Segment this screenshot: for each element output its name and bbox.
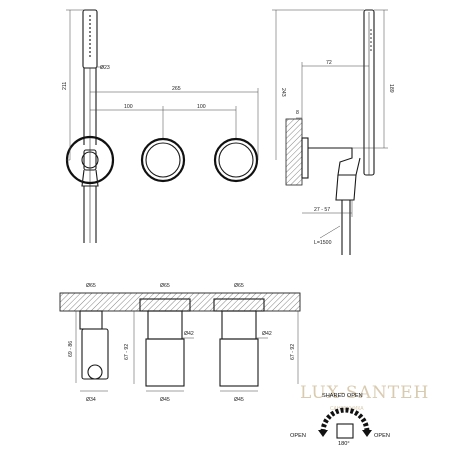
side-view: 72 189 243 8 27 - 57 L=1500 bbox=[272, 9, 394, 255]
hose-length: L=1500 bbox=[314, 240, 332, 246]
watermark: LUX-SANTEH САНТЕХНИКА bbox=[300, 383, 429, 412]
dim-211: 211 bbox=[62, 82, 68, 90]
front-view: Ø23 211 265 100 100 bbox=[62, 9, 259, 243]
dim-72: 72 bbox=[326, 60, 332, 66]
dim-d65-left: Ø65 bbox=[86, 283, 96, 289]
operation-legend: SHARED OPEN OPEN OPEN 180° bbox=[290, 393, 390, 447]
dim-d65-right: Ø65 bbox=[234, 283, 244, 289]
legend-open-right: OPEN bbox=[374, 433, 390, 439]
section-view: 69 - 86 Ø34 67 - 92 Ø42 Ø45 Ø65 67 - 92 … bbox=[59, 283, 301, 403]
wall-section bbox=[285, 118, 303, 186]
dim-d45-left: Ø45 bbox=[160, 397, 170, 403]
rotation-arc-icon bbox=[320, 407, 370, 433]
dim-d23: Ø23 bbox=[100, 65, 110, 71]
dim-d45-right: Ø45 bbox=[234, 397, 244, 403]
hand-shower-head bbox=[82, 9, 98, 69]
dim-67-92-right: 67 - 92 bbox=[290, 344, 296, 360]
dim-d42-right: Ø42 bbox=[262, 331, 272, 337]
legend-angle: 180° bbox=[338, 441, 350, 447]
watermark-brand: LUX-SANTEH bbox=[300, 383, 429, 403]
dim-d65-mid: Ø65 bbox=[160, 283, 170, 289]
dim-100-right: 100 bbox=[197, 104, 206, 110]
legend-shared-open: SHARED OPEN bbox=[322, 393, 363, 399]
legend-open-left: OPEN bbox=[290, 433, 306, 439]
dim-100-left: 100 bbox=[124, 104, 133, 110]
dim-27-57: 27 - 57 bbox=[314, 207, 330, 213]
dim-69-86: 69 - 86 bbox=[68, 341, 74, 357]
mixer-rosette-1 bbox=[140, 137, 186, 183]
dim-265: 265 bbox=[172, 86, 181, 92]
spray-holes bbox=[89, 15, 91, 57]
dim-d42-left: Ø42 bbox=[184, 331, 194, 337]
dim-189: 189 bbox=[388, 84, 394, 93]
dim-d34: Ø34 bbox=[86, 397, 96, 403]
dim-67-92-left: 67 - 92 bbox=[124, 344, 130, 360]
dim-243: 243 bbox=[280, 88, 286, 97]
mixer-rosette-2 bbox=[213, 137, 259, 183]
dim-8: 8 bbox=[296, 110, 299, 116]
